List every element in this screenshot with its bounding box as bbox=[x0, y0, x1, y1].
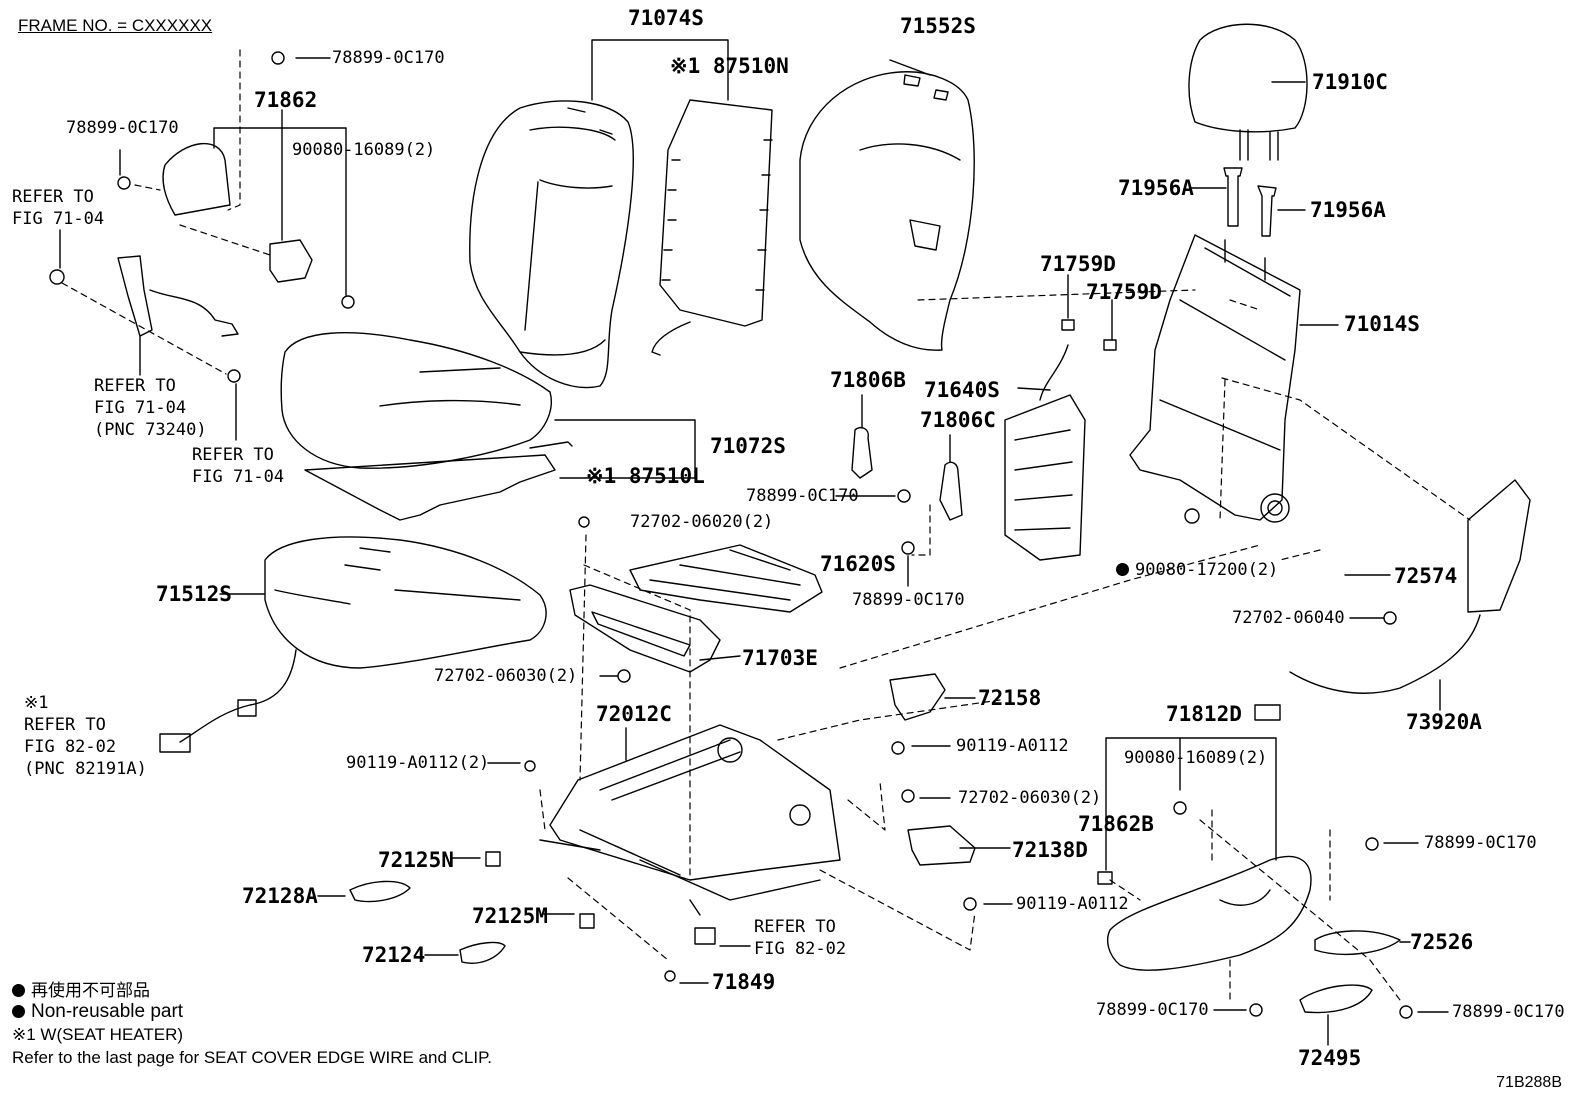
seatback-frame-71014s bbox=[1129, 234, 1301, 523]
legend-note-heater: ※1 W(SEAT HEATER) bbox=[12, 1025, 184, 1044]
seatbelt-buckle bbox=[117, 255, 239, 337]
bracket-71806c bbox=[939, 461, 963, 521]
part-label-90119-a0112-c[interactable]: 90119-A0112 bbox=[1016, 894, 1129, 914]
part-label-72702-06040[interactable]: 72702-06040 bbox=[1232, 608, 1345, 628]
cover-72138d bbox=[907, 825, 976, 866]
part-label-78899-0c170-mid[interactable]: 78899-0C170 bbox=[746, 486, 859, 506]
part-label-78899-0c170-top[interactable]: 78899-0C170 bbox=[332, 48, 445, 68]
part-label-71849[interactable]: 71849 bbox=[712, 970, 776, 994]
legend-en: Non-reusable part bbox=[12, 1001, 183, 1023]
headrest-71910c bbox=[1188, 23, 1308, 161]
part-label-71014s[interactable]: 71014S bbox=[1344, 312, 1420, 336]
part-label-78899-0c170-mid2[interactable]: 78899-0C170 bbox=[852, 590, 965, 610]
seatback-pad-71552s bbox=[799, 71, 975, 351]
heater-wire bbox=[159, 649, 297, 753]
side-shield-71812d bbox=[1107, 855, 1312, 971]
part-label-71862[interactable]: 71862 bbox=[254, 88, 318, 112]
part-label-78899-0c170-r1[interactable]: 78899-0C170 bbox=[1424, 833, 1537, 853]
cushion-pan-71703e bbox=[569, 584, 721, 673]
part-label-71703e[interactable]: 71703E bbox=[742, 646, 818, 670]
lumbar-support-71640s bbox=[1004, 344, 1086, 561]
legend-jp-text: 再使用不可部品 bbox=[31, 981, 150, 1000]
cover-72128a bbox=[349, 880, 411, 903]
part-label-90080-17200[interactable]: 90080-17200(2) bbox=[1116, 562, 1278, 579]
bracket-71806b bbox=[851, 426, 873, 479]
part-label-72124[interactable]: 72124 bbox=[362, 943, 426, 967]
cover-72124 bbox=[459, 941, 506, 964]
refer-note-fig-82-02[interactable]: REFER TO FIG 82-02 bbox=[754, 917, 847, 959]
part-label-71759d-2[interactable]: 71759D bbox=[1086, 280, 1162, 304]
part-label-71074s[interactable]: 71074S bbox=[628, 6, 704, 30]
part-label-71862b[interactable]: 71862B bbox=[1078, 812, 1154, 836]
part-label-71956a-2[interactable]: 71956A bbox=[1310, 198, 1386, 222]
headrest-guide-71956a bbox=[1223, 167, 1277, 237]
cushion-cover-71072s bbox=[280, 332, 552, 469]
cushion-frame-72012c bbox=[539, 724, 841, 916]
seatback-cover-71074s bbox=[469, 100, 634, 389]
part-label-71512s[interactable]: 71512S bbox=[156, 582, 232, 606]
part-label-72125n[interactable]: 72125N bbox=[378, 848, 454, 872]
cover-72526 bbox=[1314, 930, 1401, 955]
part-label-71640s[interactable]: 71640S bbox=[924, 378, 1000, 402]
cushion-pad-71512s bbox=[264, 536, 547, 669]
leader-lines bbox=[59, 39, 1449, 1046]
part-label-72012c[interactable]: 72012C bbox=[596, 702, 672, 726]
part-label-90119-a0112-a[interactable]: 90119-A0112 bbox=[956, 736, 1069, 756]
part-label-90080-17200-text: 90080-17200(2) bbox=[1135, 560, 1279, 580]
refer-note-fig-71-04-a[interactable]: REFER TO FIG 71-04 bbox=[12, 187, 105, 229]
heater-87510n bbox=[651, 99, 773, 356]
part-label-72138d[interactable]: 72138D bbox=[1012, 838, 1088, 862]
figure-code: 71B288B bbox=[1496, 1074, 1562, 1091]
legend-dot-icon bbox=[12, 1005, 25, 1018]
refer-note-fig-71-04-b[interactable]: REFER TO FIG 71-04 bbox=[192, 445, 285, 487]
wire-harness-73920a bbox=[1254, 479, 1531, 721]
part-label-71956a-1[interactable]: 71956A bbox=[1118, 176, 1194, 200]
part-label-72702-06030-a[interactable]: 72702-06030(2) bbox=[434, 666, 578, 686]
legend-en-text: Non-reusable part bbox=[31, 1001, 184, 1022]
part-label-78899-0c170-left[interactable]: 78899-0C170 bbox=[66, 118, 179, 138]
heater-87510l bbox=[304, 441, 573, 521]
legend-dot-icon bbox=[12, 984, 25, 997]
part-label-71806c[interactable]: 71806C bbox=[920, 408, 996, 432]
refer-note-fig-71-04-pnc-73240[interactable]: REFER TO FIG 71-04 (PNC 73240) bbox=[94, 376, 207, 440]
part-label-90080-16089-bot[interactable]: 90080-16089(2) bbox=[1124, 748, 1268, 768]
part-label-71806b[interactable]: 71806B bbox=[830, 368, 906, 392]
part-label-78899-0c170-r3[interactable]: 78899-0C170 bbox=[1452, 1002, 1565, 1022]
part-label-71620s[interactable]: 71620S bbox=[820, 552, 896, 576]
part-label-71910c[interactable]: 71910C bbox=[1312, 70, 1388, 94]
part-label-72495[interactable]: 72495 bbox=[1298, 1046, 1362, 1070]
cover-72158 bbox=[889, 673, 946, 721]
belt-guide-71862 bbox=[162, 143, 313, 283]
part-label-87510l[interactable]: ※1 87510L bbox=[586, 464, 705, 488]
non-reusable-dot-icon bbox=[1116, 563, 1129, 576]
part-label-72128a[interactable]: 72128A bbox=[242, 884, 318, 908]
part-label-90119-a0112-b[interactable]: 90119-A0112(2) bbox=[346, 753, 490, 773]
fasteners bbox=[49, 51, 1413, 1019]
part-label-71072s[interactable]: 71072S bbox=[710, 434, 786, 458]
part-label-87510n[interactable]: ※1 87510N bbox=[670, 54, 789, 78]
spring-mat-71620s bbox=[629, 544, 823, 613]
part-label-72526[interactable]: 72526 bbox=[1410, 930, 1474, 954]
part-label-72702-06030-b[interactable]: 72702-06030(2) bbox=[958, 788, 1102, 808]
refer-note-fig-82-02-pnc-82191a[interactable]: ※1 REFER TO FIG 82-02 (PNC 82191A) bbox=[24, 693, 147, 779]
part-label-90080-16089-top[interactable]: 90080-16089(2) bbox=[292, 140, 436, 160]
cover-72495 bbox=[1299, 984, 1373, 1014]
part-label-71812d[interactable]: 71812D bbox=[1166, 702, 1242, 726]
part-label-71552s[interactable]: 71552S bbox=[900, 14, 976, 38]
part-label-72702-06020[interactable]: 72702-06020(2) bbox=[630, 512, 774, 532]
part-label-72574[interactable]: 72574 bbox=[1394, 564, 1458, 588]
legend-jp: 再使用不可部品 bbox=[12, 976, 150, 1001]
part-label-72158[interactable]: 72158 bbox=[978, 686, 1042, 710]
part-label-71759d-1[interactable]: 71759D bbox=[1040, 252, 1116, 276]
frame-number: FRAME NO. = CXXXXXX bbox=[18, 16, 213, 35]
part-label-72125m[interactable]: 72125M bbox=[472, 904, 548, 928]
dashed-lines bbox=[61, 49, 1471, 1001]
part-label-73920a[interactable]: 73920A bbox=[1406, 710, 1482, 734]
part-label-78899-0c170-r2[interactable]: 78899-0C170 bbox=[1096, 1000, 1209, 1020]
legend-note-edge-wire: Refer to the last page for SEAT COVER ED… bbox=[12, 1048, 492, 1067]
